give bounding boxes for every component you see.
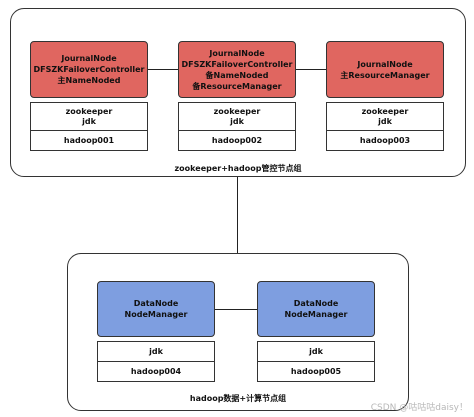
node-hadoop001-software: zookeeper jdk [30, 102, 148, 131]
data-node-group-label: hadoop数据+计算节点组 [189, 394, 287, 403]
node-hadoop003-software: zookeeper jdk [326, 102, 444, 131]
control-node-group-label: zookeeper+hadoop管控节点组 [174, 164, 302, 173]
software-label: jdk [82, 116, 96, 126]
watermark: CSDN @咕咕咕daisy！ [370, 403, 468, 413]
role-label: DataNode [133, 299, 179, 308]
node-hadoop003: JournalNode 主ResourceManager zookeeper j… [326, 41, 444, 151]
node-hadoop003-roles: JournalNode 主ResourceManager [326, 41, 444, 98]
node-hadoop001: JournalNode DFSZKFailoverController 主Nam… [30, 41, 148, 151]
node-hadoop003-host: hadoop003 [326, 131, 444, 151]
node-hadoop005-roles: DataNode NodeManager [257, 281, 375, 337]
role-label: DataNode [293, 299, 339, 308]
software-label: jdk [230, 116, 244, 126]
role-label: 主ResourceManager [340, 70, 430, 80]
node-hadoop004-host: hadoop004 [97, 362, 215, 382]
software-label: zookeeper [213, 106, 261, 116]
host-label: hadoop003 [359, 135, 411, 145]
node-hadoop005-host: hadoop005 [257, 362, 375, 382]
host-label: hadoop001 [63, 135, 115, 145]
software-label: jdk [309, 346, 323, 356]
software-label: jdk [149, 346, 163, 356]
role-label: 备NameNoded [205, 70, 269, 80]
role-label: JournalNode [357, 59, 413, 69]
node-hadoop002: JournalNode DFSZKFailoverController 备Nam… [178, 41, 296, 151]
role-label: DFSZKFailoverController [181, 59, 293, 69]
host-label: hadoop002 [211, 135, 263, 145]
node-hadoop004-roles: DataNode NodeManager [97, 281, 215, 337]
node-hadoop005: DataNode NodeManager jdk hadoop005 [257, 281, 375, 382]
host-label: hadoop005 [290, 366, 342, 376]
connector-groups [237, 177, 238, 253]
node-hadoop001-host: hadoop001 [30, 131, 148, 151]
role-label: NodeManager [284, 310, 348, 319]
software-label: jdk [378, 116, 392, 126]
connector-001-002 [148, 69, 178, 70]
role-label: JournalNode [61, 54, 117, 63]
role-label: NodeManager [124, 310, 188, 319]
node-hadoop002-software: zookeeper jdk [178, 102, 296, 131]
host-label: hadoop004 [130, 366, 182, 376]
role-label: JournalNode [209, 48, 265, 58]
connector-002-003 [296, 69, 326, 70]
node-hadoop004-software: jdk [97, 341, 215, 362]
node-hadoop002-roles: JournalNode DFSZKFailoverController 备Nam… [178, 41, 296, 98]
role-label: 主NameNoded [57, 76, 121, 85]
node-hadoop001-roles: JournalNode DFSZKFailoverController 主Nam… [30, 41, 148, 98]
software-label: zookeeper [361, 106, 409, 116]
software-label: zookeeper [65, 106, 113, 116]
node-hadoop002-host: hadoop002 [178, 131, 296, 151]
role-label: 备ResourceManager [192, 81, 282, 91]
role-label: DFSZKFailoverController [33, 65, 145, 74]
node-hadoop004: DataNode NodeManager jdk hadoop004 [97, 281, 215, 382]
connector-004-005 [215, 309, 257, 310]
node-hadoop005-software: jdk [257, 341, 375, 362]
